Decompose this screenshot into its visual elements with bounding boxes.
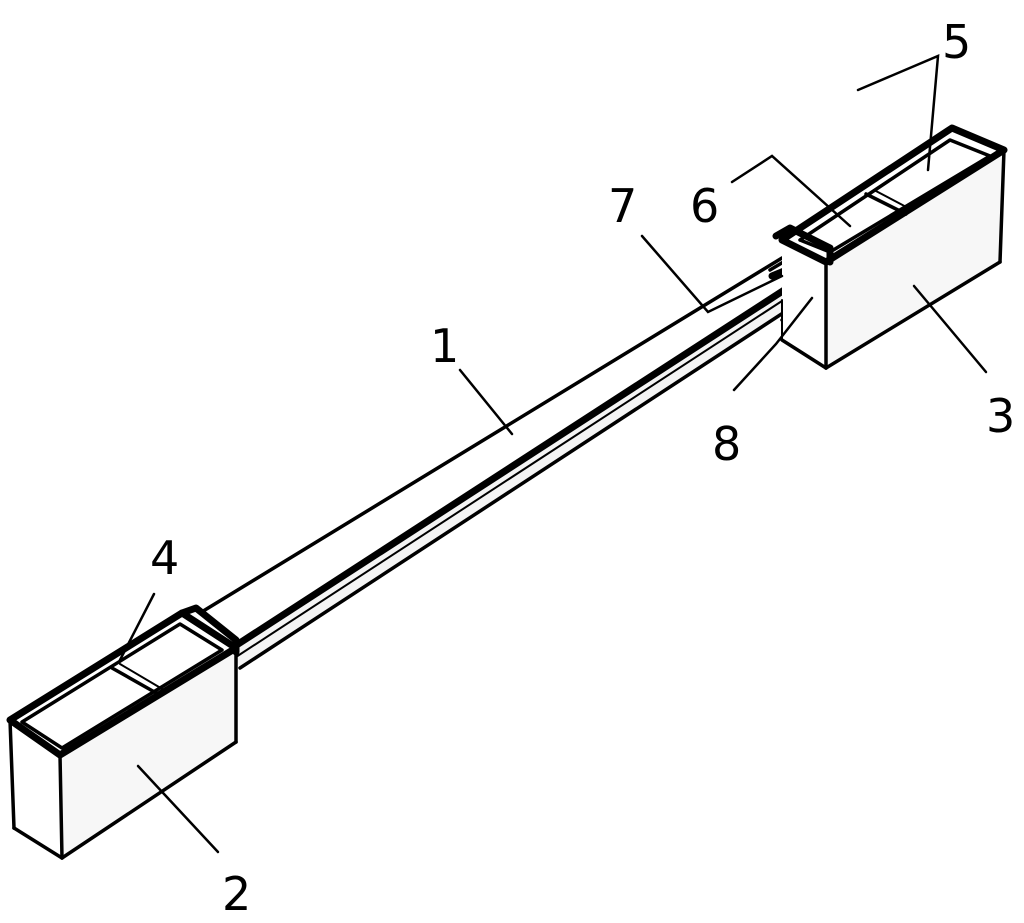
right-block-left-bottom <box>780 338 828 370</box>
left-block-front-bottom <box>60 740 238 860</box>
left-block-insert-divider <box>110 666 160 696</box>
label-8: 8 <box>712 417 741 471</box>
label-2: 2 <box>222 867 251 921</box>
leader-lines <box>118 54 988 854</box>
leader-2 <box>136 764 220 854</box>
left-block-end-face <box>10 720 62 858</box>
right-block <box>772 124 1008 370</box>
leader-3 <box>912 284 988 374</box>
left-block <box>6 604 240 860</box>
left-block-top-rim <box>20 622 224 750</box>
left-block-insert-edge <box>119 663 165 691</box>
label-1: 1 <box>430 319 459 373</box>
leader-4 <box>118 592 156 662</box>
beam-upper-front-edge <box>228 268 816 652</box>
leader-1 <box>458 368 514 436</box>
left-block-end-left-edge <box>8 718 16 830</box>
reference-labels: 1 2 3 4 5 6 7 8 <box>150 15 1015 921</box>
left-block-cap <box>178 604 240 656</box>
left-block-front-face <box>60 648 236 858</box>
label-6: 6 <box>690 179 719 233</box>
left-block-top-face <box>10 613 236 755</box>
beam-top-face <box>200 258 812 648</box>
right-block-insert-divider <box>864 192 908 216</box>
leader-7 <box>640 234 784 314</box>
label-3: 3 <box>986 389 1015 443</box>
right-block-left-face <box>782 240 826 368</box>
beam-lower-edge <box>238 296 808 670</box>
right-block-insert-edge <box>873 189 913 211</box>
leader-8 <box>732 296 814 392</box>
leader-5 <box>856 54 940 172</box>
beam-inner-edge <box>235 283 809 658</box>
right-block-front-bottom <box>824 260 1002 370</box>
right-block-top-face <box>782 128 1004 262</box>
beam <box>198 256 816 670</box>
label-4: 4 <box>150 531 179 585</box>
right-block-right-edge <box>998 148 1006 264</box>
label-7: 7 <box>608 179 637 233</box>
right-block-front-face <box>826 150 1004 368</box>
label-5: 5 <box>942 15 971 69</box>
leader-6 <box>730 154 852 228</box>
right-block-top-rim <box>798 138 992 254</box>
beam-back-edge <box>198 256 784 615</box>
left-block-end-bottom <box>12 826 64 860</box>
right-block-cap <box>772 224 834 266</box>
left-block-front-left-edge <box>58 753 64 860</box>
